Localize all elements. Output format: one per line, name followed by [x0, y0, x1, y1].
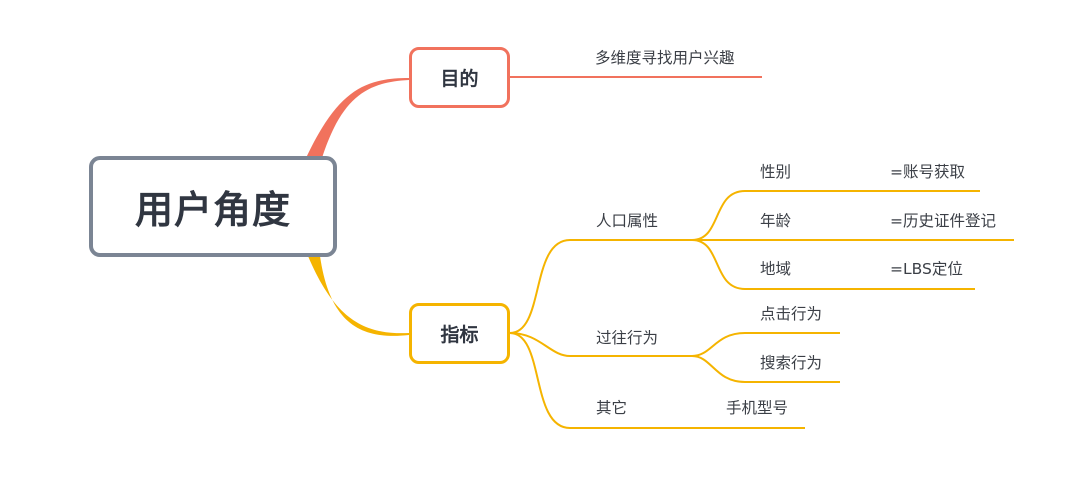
leaf-other[interactable]: 其它 — [596, 399, 628, 417]
leaf-age[interactable]: 年龄 — [760, 212, 792, 230]
branch-indicators-node[interactable]: 指标 — [409, 303, 510, 364]
connector-gender — [691, 190, 746, 241]
leaf-demographics[interactable]: 人口属性 — [596, 212, 659, 230]
branch-goal-node[interactable]: 目的 — [409, 47, 510, 108]
leaf-search-behavior[interactable]: 搜索行为 — [760, 354, 823, 372]
connector-region — [691, 239, 746, 290]
connector-root-goal — [306, 78, 409, 158]
connector-ind-past — [509, 332, 571, 357]
branch-goal-label: 目的 — [440, 68, 479, 90]
leaf-region[interactable]: 地域 — [760, 260, 792, 278]
leaf-region-source[interactable]: =LBS定位 — [890, 260, 963, 278]
leaf-age-source[interactable]: =历史证件登记 — [890, 212, 996, 230]
connector-root-indicators — [308, 256, 409, 336]
leaf-gender[interactable]: 性别 — [760, 163, 792, 181]
connector-click — [691, 332, 746, 357]
leaf-goal-child[interactable]: 多维度寻找用户兴趣 — [595, 49, 735, 67]
connector-ind-other — [509, 332, 571, 429]
connector-search — [691, 355, 746, 383]
branch-indicators-label: 指标 — [440, 324, 479, 346]
leaf-phone-model[interactable]: 手机型号 — [726, 399, 789, 417]
leaf-gender-source[interactable]: =账号获取 — [890, 163, 965, 181]
root-node[interactable]: 用户角度 — [89, 156, 337, 257]
connector-ind-demographics — [509, 239, 571, 334]
root-label: 用户角度 — [134, 188, 291, 232]
leaf-past-behavior[interactable]: 过往行为 — [596, 329, 659, 347]
leaf-click-behavior[interactable]: 点击行为 — [760, 305, 823, 323]
